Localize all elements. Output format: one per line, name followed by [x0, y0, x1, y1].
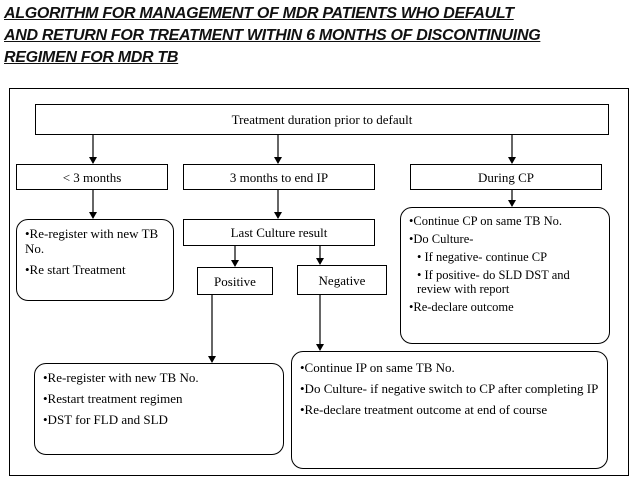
node-positive: Positive	[197, 267, 273, 295]
node-3-months-to-end-ip: 3 months to end IP	[183, 164, 375, 190]
list-item: •Re-declare treatment outcome at end of …	[300, 402, 548, 417]
node-lt3-actions: •Re-register with new TB No. •Re start T…	[16, 219, 174, 301]
title-line-3: REGIMEN FOR MDR TB	[4, 49, 179, 66]
diagram-frame	[9, 88, 629, 476]
title-line-1: ALGORITHM FOR MANAGEMENT OF MDR PATIENTS…	[4, 5, 514, 22]
node-last-culture-result: Last Culture result	[183, 219, 375, 246]
list-item: •Re-register with new TB No.	[25, 226, 159, 256]
node-negative: Negative	[297, 265, 387, 295]
node-positive-actions: •Re-register with new TB No. •Restart tr…	[34, 363, 284, 455]
list-item: •Do Culture- if negative switch to CP af…	[300, 381, 599, 396]
list-item: • If positive- do SLD DST and review wit…	[417, 268, 570, 296]
node-during-cp: During CP	[410, 164, 602, 190]
slide-title: ALGORITHM FOR MANAGEMENT OF MDR PATIENTS…	[4, 3, 636, 69]
list-item: •Re start Treatment	[25, 262, 126, 277]
list-item: •DST for FLD and SLD	[43, 412, 168, 427]
node-less-than-3-months: < 3 months	[16, 164, 168, 190]
list-item: •Restart treatment regimen	[43, 391, 183, 406]
list-item: • If negative- continue CP	[417, 250, 548, 264]
node-cp-actions: •Continue CP on same TB No. •Do Culture-…	[400, 207, 610, 344]
list-item: •Continue CP on same TB No.	[409, 214, 562, 228]
list-item: •Re-declare outcome	[409, 300, 514, 314]
node-negative-actions: •Continue IP on same TB No. •Do Culture-…	[291, 351, 608, 469]
title-line-2: AND RETURN FOR TREATMENT WITHIN 6 MONTHS…	[4, 27, 541, 44]
list-item: •Do Culture-	[409, 232, 474, 246]
list-item: •Re-register with new TB No.	[43, 370, 199, 385]
list-item: •Continue IP on same TB No.	[300, 360, 455, 375]
node-treatment-duration: Treatment duration prior to default	[35, 104, 609, 135]
